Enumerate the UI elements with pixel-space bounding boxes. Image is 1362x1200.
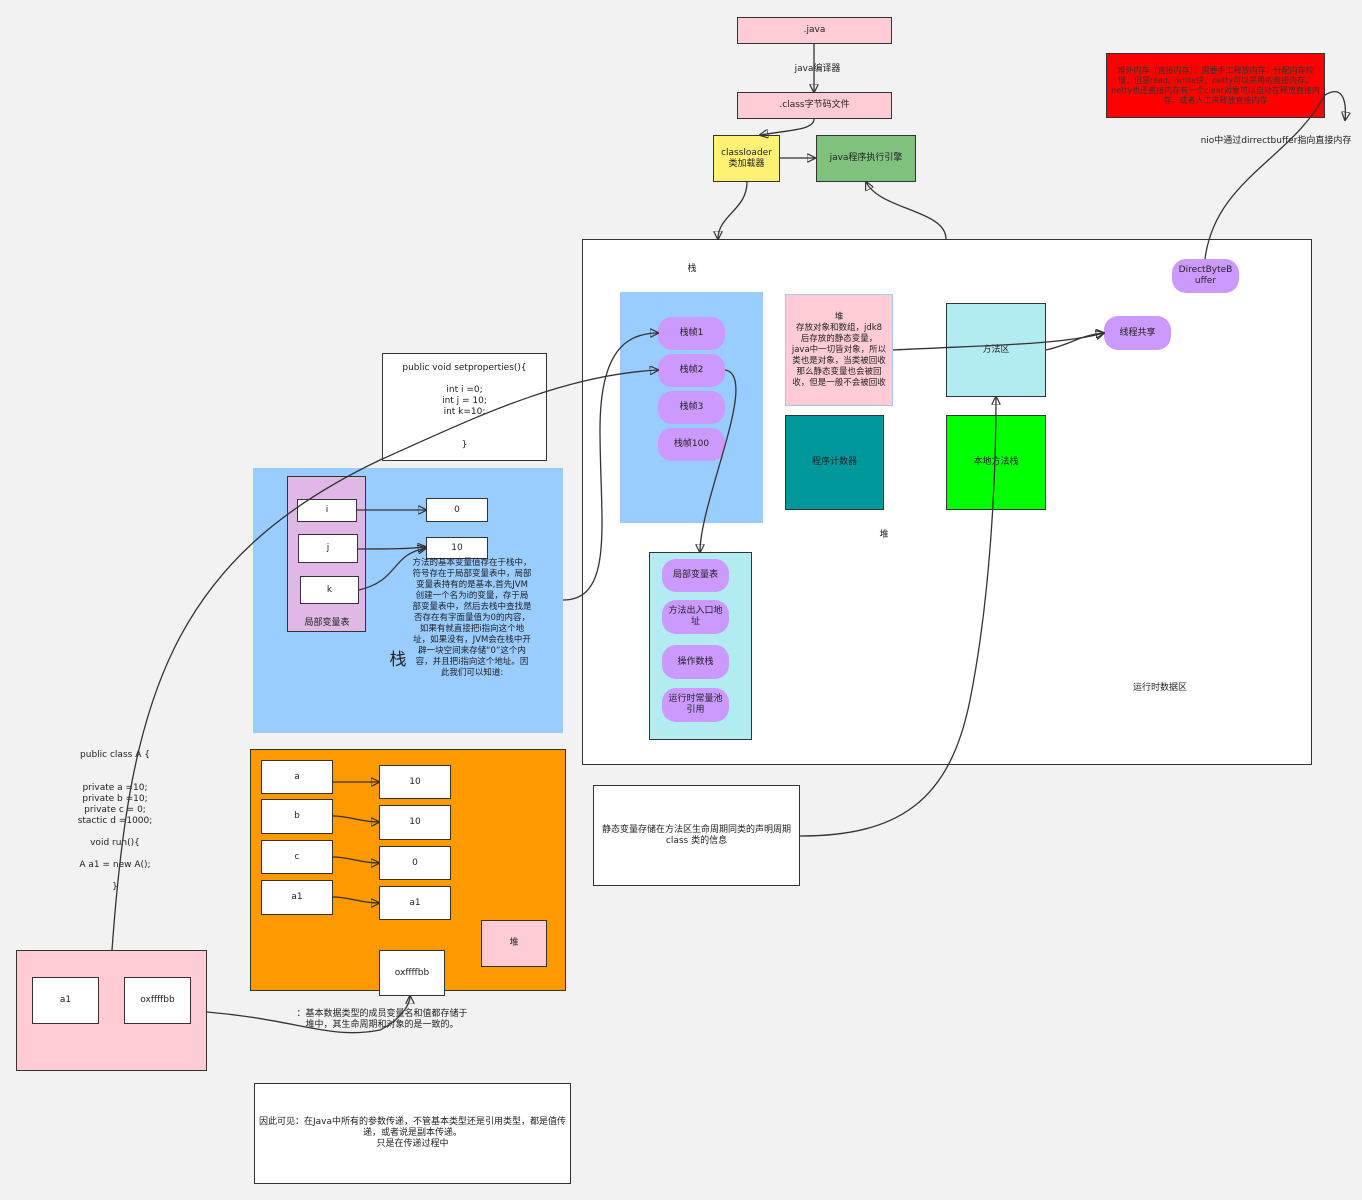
stack-demo-desc: 方法的基本变量值存在于栈中， 符号存在于局部变量表中，局部 变量表持有的是基本,… <box>412 558 532 678</box>
program-counter-box[interactable]: 程序计数器 <box>785 415 884 510</box>
runtime-to-engine-arrow <box>866 182 947 240</box>
class-code: public class A { private a =10; private … <box>77 750 153 892</box>
stack-frame-1[interactable]: 栈帧1 <box>658 317 725 350</box>
var-i[interactable]: i <box>297 499 357 522</box>
heap-tag[interactable]: 堆 <box>481 920 547 967</box>
stack-frame-100[interactable]: 栈帧100 <box>658 428 725 461</box>
static-variable-note[interactable]: 静态变量存储在方法区生命周期同类的声明周期 class 类的信息 <box>593 785 800 886</box>
field-a[interactable]: a <box>261 760 333 794</box>
var-k[interactable]: k <box>300 576 359 604</box>
ref-name[interactable]: a1 <box>32 977 99 1024</box>
nio-label: nio中通过dirrectbuffer指向直接内存 <box>1200 136 1352 146</box>
field-a-value[interactable]: 10 <box>379 765 451 799</box>
java-source-box[interactable]: .java <box>737 17 892 44</box>
local-var-table-label: 局部变量表 <box>304 618 350 628</box>
field-c-value[interactable]: 0 <box>379 846 451 880</box>
field-b-value[interactable]: 10 <box>379 805 451 840</box>
value-0[interactable]: 0 <box>426 498 488 522</box>
heap-address[interactable]: oxffffbb <box>379 950 445 996</box>
class-to-loader-arrow <box>760 118 815 135</box>
execution-engine-box[interactable]: java程序执行引擎 <box>816 135 916 182</box>
frame-local-vars[interactable]: 局部变量表 <box>662 559 729 592</box>
classloader-box[interactable]: classloader 类加载器 <box>713 135 780 182</box>
frame-operand-stack[interactable]: 操作数栈 <box>662 645 729 679</box>
thread-shared[interactable]: 线程共享 <box>1104 316 1171 350</box>
field-b[interactable]: b <box>261 799 333 834</box>
heap-note: ：基本数据类型的成员变量名和值都存储于 堆中，其生命周期和对象的是一致的。 <box>296 1009 468 1030</box>
field-a1[interactable]: a1 <box>261 880 333 915</box>
stack-frame-3[interactable]: 栈帧3 <box>658 391 725 424</box>
ref-address[interactable]: oxffffbb <box>124 977 191 1024</box>
native-stack-box[interactable]: 本地方法栈 <box>946 415 1046 510</box>
stack-label: 栈 <box>687 264 697 274</box>
field-a1-value[interactable]: a1 <box>379 886 451 920</box>
direct-memory-box[interactable]: 堆外内存（直接内存）：需要手工释放内存，分配内存较慢，但是read、write快… <box>1106 53 1325 118</box>
frame-return-address[interactable]: 方法出入口地 址 <box>662 600 729 634</box>
frame-constant-pool-ref[interactable]: 运行时常量池 引用 <box>662 688 729 722</box>
compiler-label: java编译器 <box>794 64 841 74</box>
field-c[interactable]: c <box>261 840 333 874</box>
value-10[interactable]: 10 <box>426 537 488 559</box>
heap-label: 堆 <box>879 530 889 540</box>
stack-frame-2[interactable]: 栈帧2 <box>658 354 725 387</box>
class-file-box[interactable]: .class字节码文件 <box>737 92 892 119</box>
runtime-title: 运行时数据区 <box>1132 683 1187 693</box>
conclusion-box[interactable]: 因此可见：在Java中所有的参数传递，不管基本类型还是引用类型，都是值传 递，或… <box>254 1083 571 1184</box>
var-j[interactable]: j <box>298 534 358 563</box>
method-code-box[interactable]: public void setproperties(){ int i =0; i… <box>382 353 547 461</box>
stack-big-label: 栈 <box>389 650 407 670</box>
loader-to-runtime-arrow <box>718 181 748 239</box>
direct-byte-buffer[interactable]: DirectByteB uffer <box>1172 259 1239 293</box>
heap-desc-box[interactable]: 堆 存放对象和数组，jdk8 后存放的静态变量， java中一切皆对象，所以 类… <box>785 294 893 406</box>
method-area-box[interactable]: 方法区 <box>946 303 1046 397</box>
